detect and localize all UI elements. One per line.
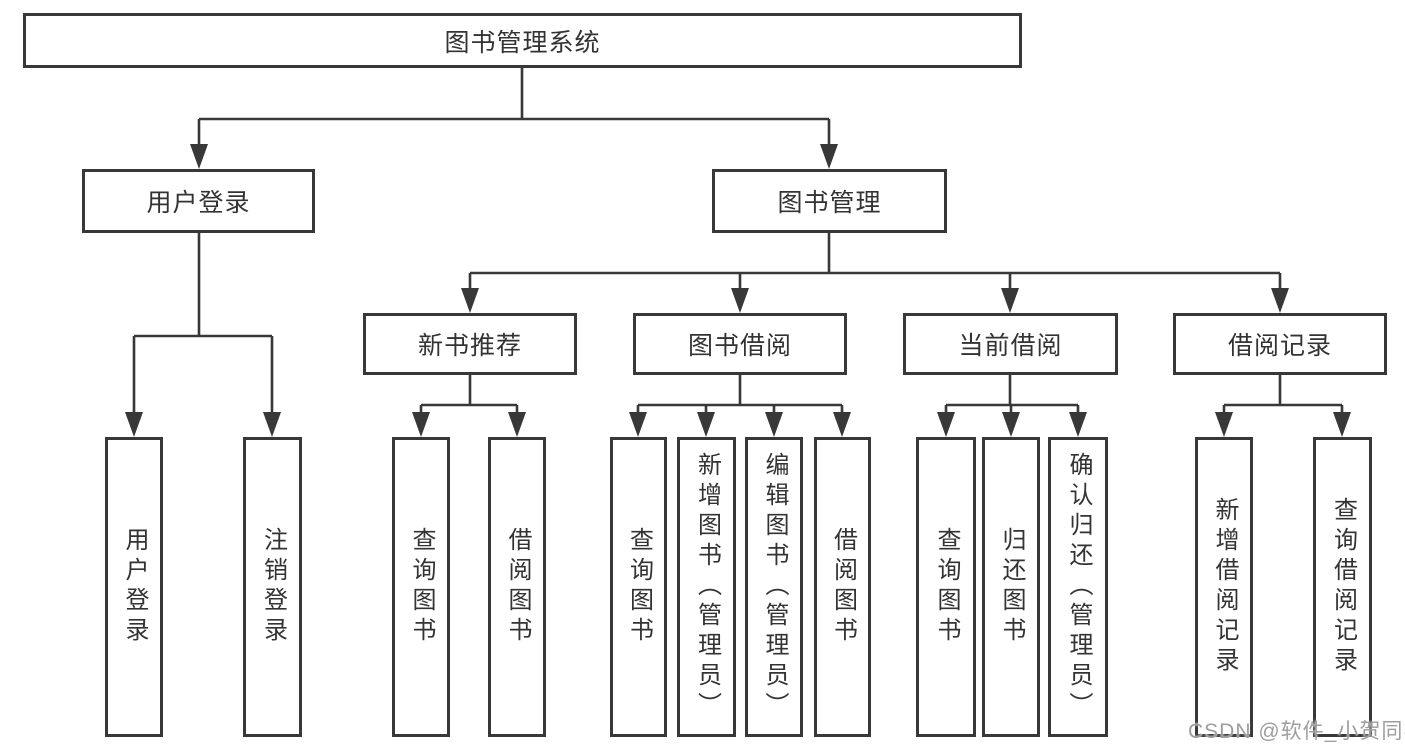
leaf-return-books: 归还图书 bbox=[982, 437, 1040, 737]
leaf-add-book-admin: 新增图书（管理员） bbox=[677, 437, 736, 737]
leaf-confirm-return-admin: 确认归还（管理员） bbox=[1048, 437, 1108, 737]
node-root-system: 图书管理系统 bbox=[23, 13, 1022, 68]
leaf-logout: 注销登录 bbox=[243, 437, 302, 737]
leaf-query-books-current: 查询图书 bbox=[916, 437, 976, 737]
leaf-add-borrow-record: 新增借阅记录 bbox=[1195, 437, 1253, 737]
leaf-user-login: 用户登录 bbox=[105, 437, 163, 737]
node-book-borrow: 图书借阅 bbox=[633, 313, 847, 375]
leaf-edit-book-admin: 编辑图书（管理员） bbox=[745, 437, 803, 737]
node-new-book-recommend: 新书推荐 bbox=[363, 313, 577, 375]
node-user-login: 用户登录 bbox=[82, 169, 315, 233]
arrowheads bbox=[125, 144, 1351, 437]
leaf-query-borrow-record: 查询借阅记录 bbox=[1313, 437, 1372, 737]
watermark: CSDN @软件_小贺同学 bbox=[1188, 720, 1405, 743]
leaf-borrow-books: 借阅图书 bbox=[814, 437, 871, 737]
node-current-borrow: 当前借阅 bbox=[903, 313, 1118, 375]
leaf-borrow-books-recommend: 借阅图书 bbox=[488, 437, 546, 737]
node-borrow-records: 借阅记录 bbox=[1173, 313, 1387, 375]
leaf-query-books-borrow: 查询图书 bbox=[610, 437, 667, 737]
node-book-management: 图书管理 bbox=[712, 169, 947, 233]
leaf-query-books-recommend: 查询图书 bbox=[392, 437, 450, 737]
